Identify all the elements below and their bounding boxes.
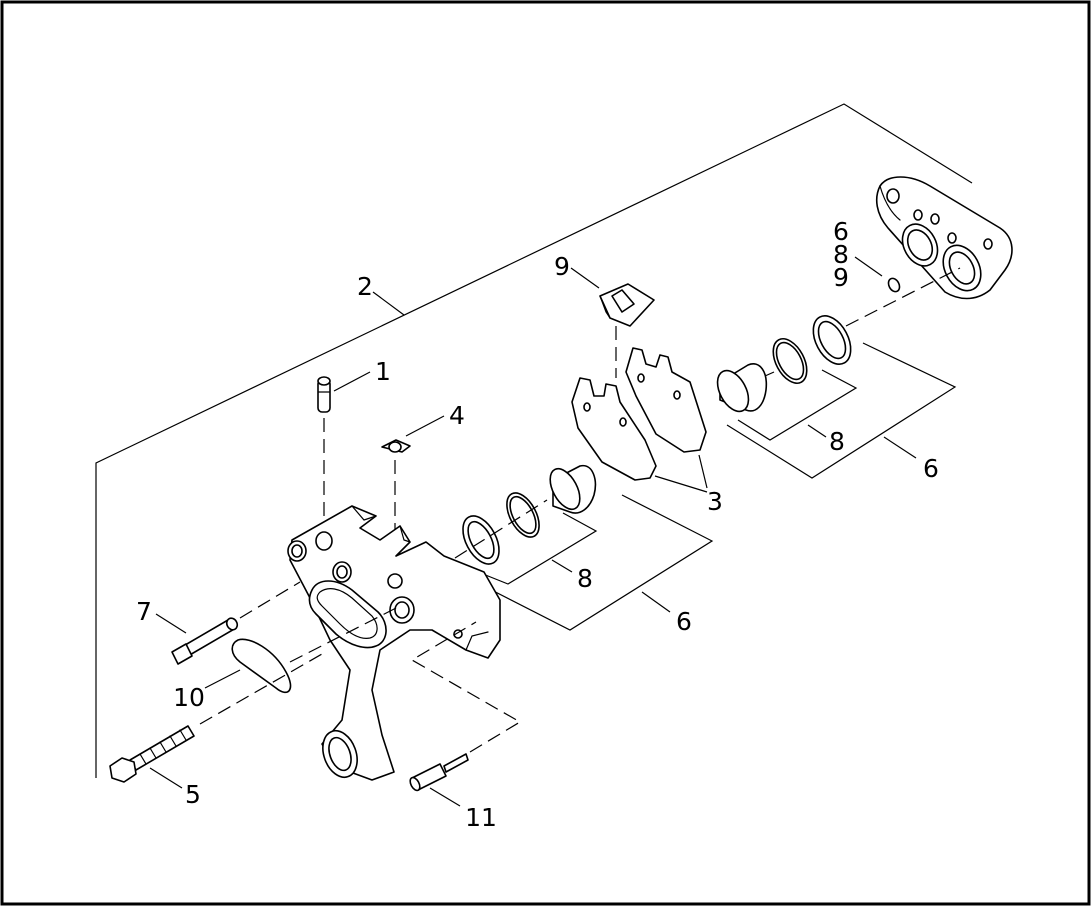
leader-6-left [641,591,671,613]
leader-8-left [551,559,573,573]
callout-8-stack: 8 [833,240,849,269]
assembly-bracket-2 [95,103,973,778]
axis-left-pistons [454,499,548,559]
callout-8-left: 8 [577,564,593,593]
left-piston-set [462,464,597,565]
pin-plug-10 [231,638,292,694]
outer-caliper-half [875,176,1013,300]
leader-6-right [883,436,917,459]
callout-3: 3 [707,487,723,516]
bracket-6-right [726,342,957,479]
callout-9-clip: 9 [554,252,570,281]
axis-pin-11 [410,621,522,753]
axis-right-mid [764,371,775,377]
leader-4 [405,415,445,437]
mounting-bolt-5 [109,725,195,783]
right-piston-set [716,315,852,413]
bracket-8-right [737,369,858,441]
leader-5 [149,767,183,789]
axis-right-upper [845,267,961,327]
bracket-6-left [467,494,714,631]
callout-9-stack: 9 [833,263,849,292]
axis-pin [239,581,301,619]
leader-9-clip [570,267,600,289]
leader-1 [333,371,371,392]
inner-caliper-half [287,505,501,781]
leader-2 [372,291,405,316]
pin-11 [409,753,469,792]
leader-10 [204,669,241,689]
callout-2: 2 [357,272,373,301]
axis-bolt [199,653,323,725]
bleeder-cap-4 [381,439,411,453]
callout-11: 11 [465,803,497,832]
callout-6-right: 6 [923,454,939,483]
callout-6-left: 6 [676,607,692,636]
pad-clip-9 [599,283,655,327]
callout-1: 1 [375,357,391,386]
leader-8-right [807,424,827,438]
leader-7 [155,613,187,634]
callout-6-stack: 6 [833,217,849,246]
bracket-8-left [477,512,598,585]
leader-11 [429,787,461,807]
callout-4: 4 [449,401,465,430]
callout-7: 7 [136,597,152,626]
callout-10: 10 [173,683,205,712]
small-seal-9 [887,277,901,293]
leader-3b [698,454,708,489]
callout-8-right: 8 [829,427,845,456]
bleeder-valve-1 [317,376,331,413]
brake-pads [571,347,707,481]
pad-pin-7 [171,617,239,665]
leader-3a [654,475,708,493]
leader-6-8-9 [854,256,883,277]
callout-5: 5 [185,780,201,809]
